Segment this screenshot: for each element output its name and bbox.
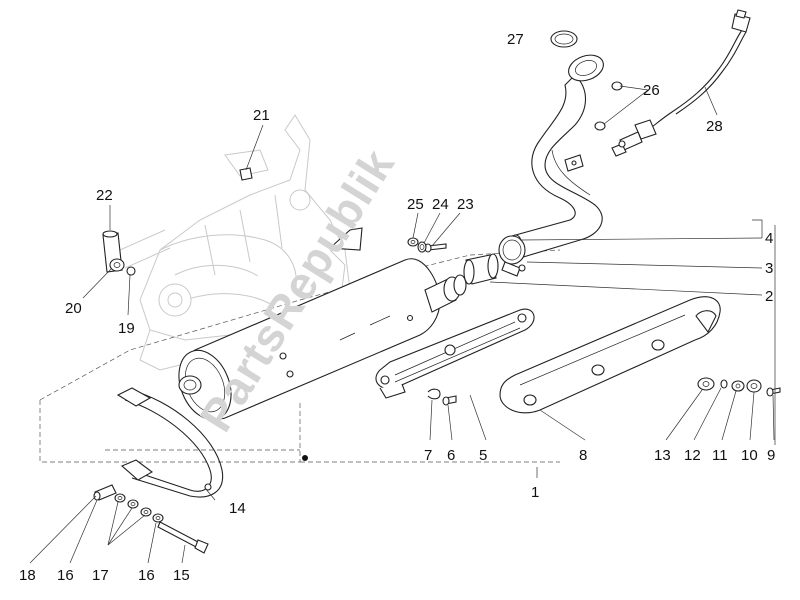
callout-2: 2: [765, 288, 773, 305]
callout-7: 7: [424, 447, 432, 464]
lambda-sensor: [611, 9, 751, 157]
bracket-washer: [427, 388, 441, 400]
callout-3: 3: [765, 260, 773, 277]
callout-16-left: 16: [57, 567, 74, 584]
mounting-bracket: [375, 308, 535, 399]
callout-21: 21: [253, 107, 270, 124]
frame-ghost-drawing: [119, 114, 351, 371]
callout-15: 15: [173, 567, 190, 584]
callout-5: 5: [479, 447, 487, 464]
callout-18: 18: [19, 567, 36, 584]
callout-22: 22: [96, 187, 113, 204]
callout-4: 4: [765, 230, 773, 247]
muffler-strap: [116, 387, 224, 498]
callout-17: 17: [92, 567, 109, 584]
leader-lines: [29, 85, 776, 564]
callout-25: 25: [407, 196, 424, 213]
marker-dot: [302, 455, 308, 461]
callout-10: 10: [741, 447, 758, 464]
gasket-ring: [550, 30, 578, 48]
callout-27: 27: [507, 31, 524, 48]
callout-8: 8: [579, 447, 587, 464]
callout-12: 12: [684, 447, 701, 464]
bracket-screw: [442, 395, 457, 406]
callout-11: 11: [712, 447, 728, 464]
muffler-bolts: [407, 237, 447, 253]
pipe-sleeve: [463, 253, 499, 285]
callout-16-right: 16: [138, 567, 155, 584]
manifold-pipe: [509, 54, 604, 260]
callout-20: 20: [65, 300, 82, 317]
frame-hardware: [102, 167, 253, 276]
callout-26: 26: [643, 82, 660, 99]
callout-9: 9: [767, 447, 775, 464]
callout-6: 6: [447, 447, 455, 464]
heat-shield: [499, 296, 721, 414]
callout-14: 14: [229, 500, 246, 517]
muffler: [178, 227, 467, 421]
shield-fasteners: [697, 377, 781, 397]
callout-23: 23: [457, 196, 474, 213]
callout-labels: 1 2 3 4 5 6 7 8 9 10 11 12 13 14 15 16 1…: [19, 31, 775, 584]
strap-hardware: [93, 484, 209, 554]
callout-1: 1: [531, 484, 539, 501]
callout-13: 13: [654, 447, 671, 464]
callout-19: 19: [118, 320, 135, 337]
manifold-nuts: [594, 81, 623, 131]
callout-28: 28: [706, 118, 723, 135]
pipe-clamp: [498, 235, 526, 277]
callout-24: 24: [432, 196, 449, 213]
